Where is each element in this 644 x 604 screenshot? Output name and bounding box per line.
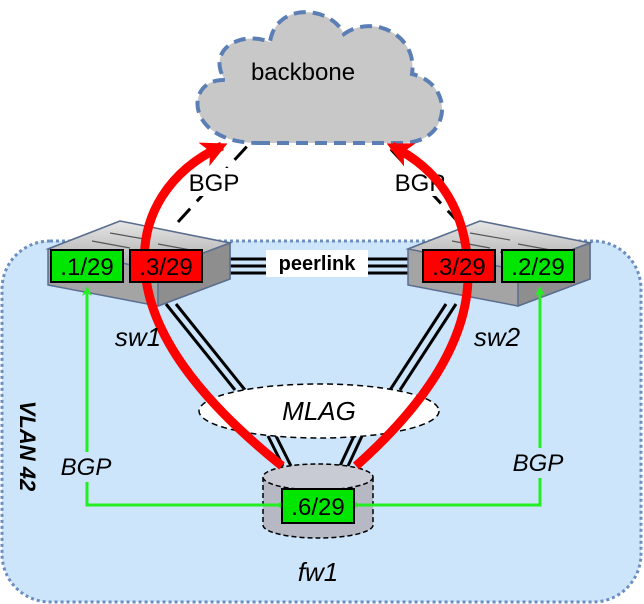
fw1-name: fw1 [298, 557, 338, 587]
bgp-right-label: BGP [513, 450, 564, 477]
vlan-label: VLAN 42 [15, 401, 40, 492]
backbone-cloud: backbone [195, 10, 445, 145]
sw1-address-primary-box [50, 249, 124, 283]
fw1-address: .6/29 [291, 494, 344, 521]
fw1-address-box [281, 488, 355, 524]
sw2-address-shared-box [422, 249, 496, 283]
bgp-arrow-sw2-fw1 [351, 286, 545, 510]
sw2-name: sw2 [474, 322, 521, 352]
sw2-address-primary: .2/29 [511, 254, 564, 281]
bgp-backbone-left-label: BGP [189, 170, 240, 197]
sw2-address-primary-box [501, 249, 575, 283]
sw1-address-primary: .1/29 [60, 254, 113, 281]
sw1-address-shared-box [129, 249, 203, 283]
bgp-left-label: BGP [61, 454, 112, 481]
sw1-address-shared: .3/29 [139, 254, 192, 281]
sw1-name: sw1 [115, 322, 161, 352]
peerlink-label: peerlink [279, 253, 357, 275]
backbone-label: backbone [251, 59, 355, 86]
mlag-label: MLAG [282, 396, 356, 426]
bgp-arrow-sw1-fw1 [82, 286, 285, 510]
sw2-address-shared: .3/29 [432, 254, 485, 281]
link-sw1-backbone [176, 141, 252, 224]
